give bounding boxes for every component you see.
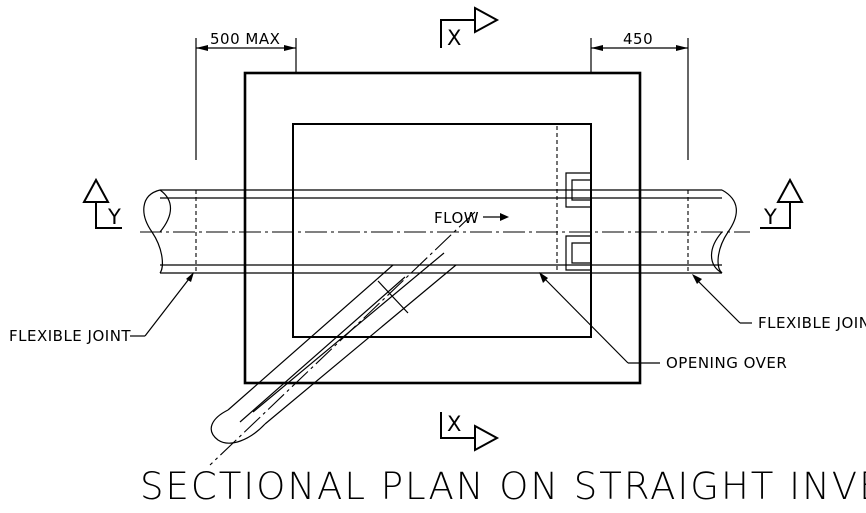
dimension-right-label: 450 [623, 30, 653, 48]
section-marker-bottom [440, 412, 500, 452]
leader-opening-over [539, 272, 660, 364]
leader-flexible-joint-left [130, 272, 194, 337]
section-marker-top-letter: X [447, 26, 461, 50]
section-marker-left [82, 177, 122, 229]
section-marker-bottom-letter: X [447, 412, 461, 436]
opening-over-label: OPENING OVER [666, 354, 787, 372]
flow-label: FLOW [434, 209, 479, 227]
section-marker-right [760, 177, 804, 229]
drawing-title: SECTIONAL PLAN ON STRAIGHT INVERT [140, 465, 866, 508]
branch-pipe [209, 211, 476, 466]
section-marker-right-letter: Y [763, 205, 777, 229]
pipe-break-right [717, 189, 737, 274]
pipe-break-left [143, 189, 163, 274]
dimension-right [590, 38, 689, 160]
leader-flexible-joint-right [692, 274, 752, 324]
step-irons [565, 172, 591, 271]
branch-centerline [209, 211, 476, 466]
branch-pipe-end [210, 409, 266, 444]
section-marker-left-letter: Y [107, 205, 121, 229]
dimension-left-label: 500 MAX [210, 30, 280, 48]
section-marker-top [440, 6, 500, 48]
branch-joint [377, 280, 409, 314]
inner-chamber [292, 123, 592, 338]
flexible-joint-right-label: FLEXIBLE JOINT [758, 314, 866, 332]
outer-chamber-wall [243, 71, 642, 385]
flow-arrow-icon [483, 213, 509, 221]
flexible-joint-left-label: FLEXIBLE JOINT [9, 327, 131, 345]
main-pipe [140, 189, 750, 274]
dimension-left [195, 38, 297, 160]
